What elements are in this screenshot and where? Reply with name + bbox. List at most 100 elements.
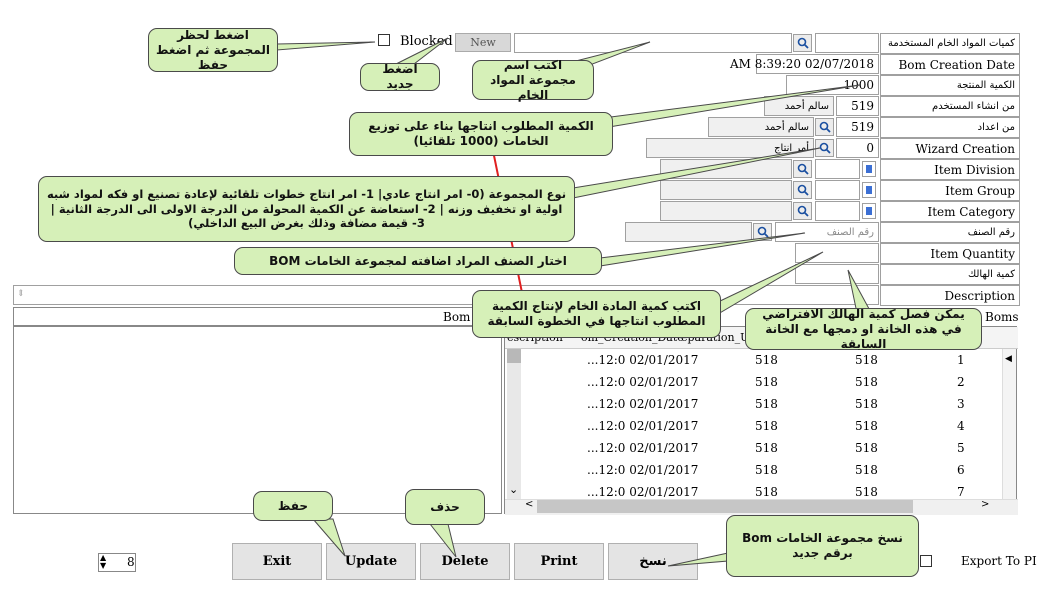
callout-item: BOM اختار الصنف المراد اضافته لمجموعة ال… (234, 247, 602, 275)
scroll-right-icon[interactable]: > (981, 499, 990, 510)
exit-button[interactable]: Exit (232, 543, 322, 580)
item-category-search-button[interactable] (793, 202, 812, 220)
callout-new: اضغط جديد (360, 62, 440, 91)
callout-delete: حذف (405, 489, 485, 525)
table-row[interactable]: ...12:0 02/01/2017 518 518 1 (523, 349, 1015, 371)
prepared-by-search-button[interactable] (815, 118, 834, 136)
cell-prepared: 518 (855, 463, 878, 477)
new-button[interactable]: New (455, 33, 511, 52)
cell-user: 518 (755, 375, 778, 389)
page-number-stepper[interactable] (98, 553, 136, 572)
cell-number: 6 (957, 463, 965, 477)
item-division-search-button[interactable] (793, 160, 812, 178)
grid-row-headers (507, 349, 521, 499)
wizard-search-button[interactable] (815, 139, 834, 157)
label-prepared-by: من اعداد (880, 117, 1020, 138)
label-produced-quantity: الكمية المنتجة (880, 75, 1020, 96)
stepper-arrows-icon[interactable]: ▲▼ (100, 553, 107, 570)
bom-items-list[interactable] (13, 326, 502, 514)
cell-prepared: 518 (855, 353, 878, 367)
item-group-check[interactable] (862, 182, 876, 198)
cell-prepared: 518 (855, 397, 878, 411)
cell-number: 2 (957, 375, 965, 389)
copy-button[interactable]: نسخ (608, 543, 698, 580)
callout-save: حفظ (253, 491, 333, 521)
item-category-code-field[interactable] (815, 201, 860, 221)
bom-name-field[interactable] (514, 33, 792, 53)
print-button[interactable]: Print (514, 543, 604, 580)
delete-button[interactable]: Delete (420, 543, 510, 580)
callout-name: اكتب اسم مجموعة المواد الخام (472, 58, 594, 102)
item-number-search-button[interactable] (753, 223, 772, 241)
pointer-raw-qty (717, 251, 824, 315)
item-group-search-button[interactable] (793, 181, 812, 199)
callout-copy: Bom نسخ مجموعة الخامات برقم جديد (726, 515, 919, 577)
created-by-name-field: سالم أحمد (764, 96, 834, 116)
blocked-label: Blocked (400, 34, 453, 49)
item-division-code-field[interactable] (815, 159, 860, 179)
spin-icon[interactable]: ⇕ (17, 289, 25, 299)
grid-scroll-thumb-vertical[interactable] (507, 349, 521, 363)
created-by-code-field[interactable]: 519 (836, 96, 879, 116)
search-icon (797, 37, 809, 49)
label-created-by-user: من انشاء المستخدم (880, 96, 1020, 117)
pointer-save (311, 518, 346, 557)
pointer-new (395, 37, 449, 65)
callout-waste: يمكن فصل كمية الهالك الافتراضي في هذه ال… (745, 307, 982, 351)
scroll-down-icon[interactable]: ⌄ (509, 483, 519, 496)
cell-prepared: 518 (855, 485, 878, 499)
cell-user: 518 (755, 441, 778, 455)
waste-quantity-field[interactable] (795, 264, 879, 284)
page-number: 8 (127, 555, 135, 569)
item-category-check[interactable] (862, 203, 876, 219)
search-icon (757, 226, 769, 238)
label-description: Description (880, 285, 1020, 306)
label-item-division: Item Division (880, 159, 1020, 180)
search-icon (797, 184, 809, 196)
bom-creation-date-field[interactable]: AM 8:39:20 02/07/2018 (730, 54, 879, 74)
search-button[interactable] (793, 34, 812, 52)
scroll-left-icon[interactable]: < (525, 499, 534, 510)
prepared-by-name-field: سالم أحمد (708, 117, 814, 137)
row-selector-column (1002, 349, 1016, 499)
cell-prepared: 518 (855, 419, 878, 433)
prepared-by-code-field[interactable]: 519 (836, 117, 879, 137)
search-icon (797, 163, 809, 175)
callout-type: نوع المجموعة (0- امر انتاج عادي| 1- امر … (38, 176, 575, 242)
bom-name-code-field[interactable] (815, 33, 879, 53)
cell-date: ...12:0 02/01/2017 (587, 419, 699, 433)
export-checkbox[interactable] (920, 555, 932, 567)
label-item-quantity: Item Quantity (880, 243, 1020, 264)
horizontal-scroll-thumb[interactable] (537, 500, 913, 513)
cell-number: 3 (957, 397, 965, 411)
blocked-checkbox[interactable] (378, 34, 390, 46)
cell-date: ...12:0 02/01/2017 (587, 353, 699, 367)
item-group-code-field[interactable] (815, 180, 860, 200)
export-label: Export To PI (961, 554, 1037, 568)
cell-date: ...12:0 02/01/2017 (587, 397, 699, 411)
cell-user: 518 (755, 419, 778, 433)
table-row[interactable]: ...12:0 02/01/2017 518 518 6 (523, 459, 1015, 481)
wizard-creation-code-field[interactable]: 0 (836, 138, 879, 158)
item-quantity-field[interactable] (795, 243, 879, 263)
boms-label: Boms (985, 310, 1019, 324)
cell-date: ...12:0 02/01/2017 (587, 485, 699, 499)
cell-user: 518 (755, 485, 778, 499)
cell-user: 518 (755, 463, 778, 477)
cell-user: 518 (755, 353, 778, 367)
bom-panel-title: Bom I (443, 310, 479, 324)
item-division-check[interactable] (862, 161, 876, 177)
pointer-delete (428, 523, 457, 558)
cell-date: ...12:0 02/01/2017 (587, 463, 699, 477)
item-category-name-field (660, 201, 792, 221)
cell-number: 1 (957, 353, 965, 367)
pointer-type (572, 147, 821, 199)
label-bom-creation-date: Bom Creation Date (880, 54, 1020, 75)
label-wizard-creation: Wizard Creation (880, 138, 1020, 159)
item-number-field[interactable]: رقم الصنف (775, 222, 879, 242)
